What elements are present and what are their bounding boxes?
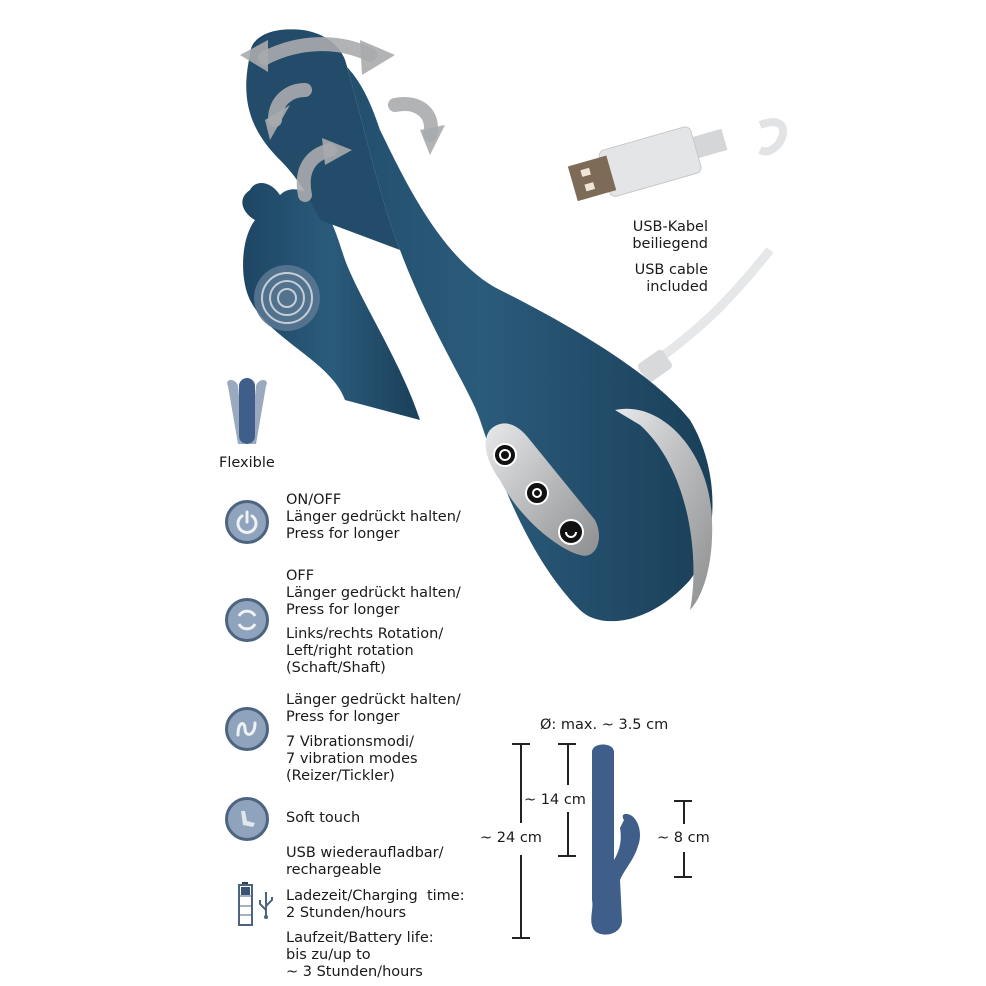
feature-rotation [225, 598, 269, 642]
feature-soft-touch [225, 797, 269, 841]
feature-vibration-text: Länger gedrückt halten/ Press for longer [286, 692, 461, 725]
battery-usb-icon [238, 882, 273, 926]
flexible-label: Flexible [219, 455, 275, 471]
feature-charging-text: Ladezeit/Charging time: 2 Stunden/hours [286, 888, 465, 921]
feature-rotation-text: OFF Länger gedrückt halten/ Press for lo… [286, 568, 461, 618]
feature-usb-text: USB wiederaufladbar/ rechargeable [286, 845, 444, 878]
power-icon [225, 500, 269, 544]
product-silhouette [591, 744, 640, 935]
soft-touch-hand-icon [225, 797, 269, 841]
shaft-length-label: ~ 14 cm [524, 792, 586, 808]
flexible-icon [227, 378, 267, 444]
tickler-length-label: ~ 8 cm [657, 830, 710, 846]
vibration-wave-icon [225, 707, 269, 751]
feature-vibration [225, 707, 269, 751]
device-buttons [493, 443, 584, 545]
diameter-label: Ø: max. ~ 3.5 cm [540, 717, 669, 733]
total-length-label: ~ 24 cm [480, 830, 542, 846]
vibration-indicator [254, 265, 320, 331]
feature-battery-life-text: Laufzeit/Battery life: bis zu/up to ~ 3 … [286, 930, 434, 980]
usb-cable-label-en: USB cable included [634, 262, 708, 295]
feature-rotation-text2: Links/rechts Rotation/ Left/right rotati… [286, 626, 444, 676]
feature-vibration-text2: 7 Vibrationsmodi/ 7 vibration modes (Rei… [286, 734, 418, 784]
feature-soft-touch-text: Soft touch [286, 810, 361, 826]
feature-power [225, 500, 269, 544]
usb-cable-label-de: USB-Kabel beiliegend [632, 219, 708, 252]
product-image [240, 29, 787, 622]
feature-power-text: ON/OFF Länger gedrückt halten/ Press for… [286, 492, 461, 542]
rotation-icon [225, 598, 269, 642]
